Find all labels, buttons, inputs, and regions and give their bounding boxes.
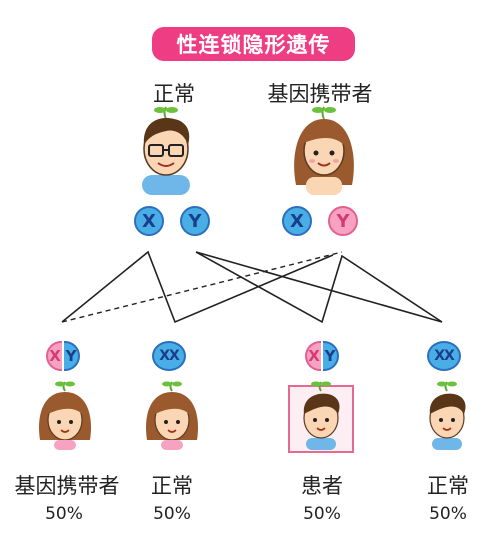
- child-1-y-chromosome: Y: [64, 341, 80, 371]
- child-3-avatar: [303, 381, 340, 450]
- line-father-x: [61, 250, 334, 324]
- parent-label-father: 正常: [153, 82, 195, 106]
- child-3-percent: 50%: [303, 504, 341, 524]
- child-3-label: 患者: [301, 474, 343, 498]
- line-father-x-2: [195, 251, 443, 323]
- parent-label-mother: 基因携带者: [267, 82, 373, 106]
- father-y-chromosome: Y: [180, 206, 210, 236]
- child-1-avatar: [39, 381, 91, 450]
- diagram-title: 性连锁隐形遗传: [152, 27, 355, 61]
- line-father-y: [195, 251, 443, 324]
- child-4-label: 正常: [427, 474, 469, 498]
- child-1-label: 基因携带者: [14, 474, 120, 498]
- child-3-y-chromosome: Y: [323, 341, 339, 371]
- mother-avatar: [294, 106, 354, 195]
- mother-y-chromosome: Y: [328, 206, 358, 236]
- child-2-percent: 50%: [153, 504, 191, 524]
- child-1-x-chromosome: X: [46, 341, 62, 371]
- child-1-percent: 50%: [45, 504, 83, 524]
- child-2-avatar: [146, 381, 198, 450]
- father-avatar: [142, 106, 190, 195]
- line-mother-dashed: [61, 251, 343, 323]
- child-4-percent: 50%: [429, 504, 467, 524]
- child-2-chromosomes: XX: [152, 341, 186, 371]
- child-4-avatar: [429, 381, 466, 450]
- child-1-chromosomes: X Y: [46, 341, 80, 371]
- child-4-chromosomes: XX: [427, 341, 461, 371]
- child-3-chromosomes: X Y: [305, 341, 339, 371]
- father-x-chromosome: X: [134, 206, 164, 236]
- child-2-label: 正常: [151, 474, 193, 498]
- mother-x-chromosome: X: [282, 206, 312, 236]
- child-3-x-chromosome: X: [305, 341, 321, 371]
